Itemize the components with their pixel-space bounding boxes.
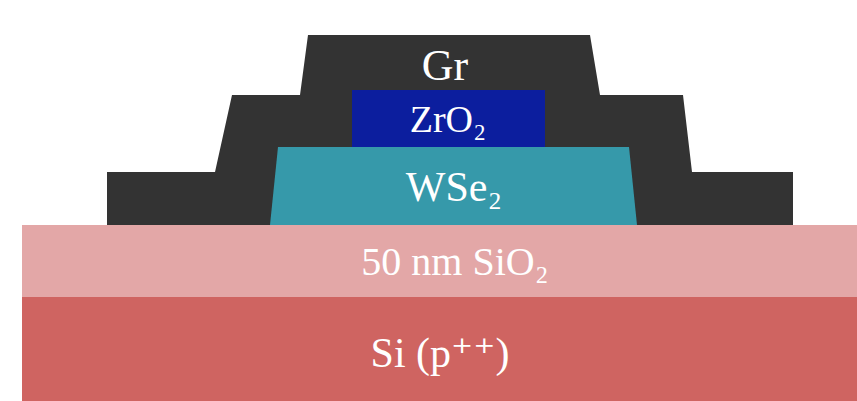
layer-label: ZrO₂ <box>410 100 487 138</box>
wse2-layer: WSe₂ <box>270 147 637 225</box>
zro2-layer: ZrO₂ <box>352 90 545 147</box>
layer-label: WSe₂ <box>406 166 502 208</box>
layer-label: Si (p⁺⁺) <box>371 332 510 374</box>
layer-label: Gr <box>422 44 468 88</box>
layer-label: 50 nm SiO₂ <box>361 242 548 282</box>
si-substrate: Si (p⁺⁺) <box>22 297 857 401</box>
sio2-layer: 50 nm SiO₂ <box>22 225 857 297</box>
layer-shape <box>270 147 637 225</box>
layer-shape <box>107 35 793 225</box>
